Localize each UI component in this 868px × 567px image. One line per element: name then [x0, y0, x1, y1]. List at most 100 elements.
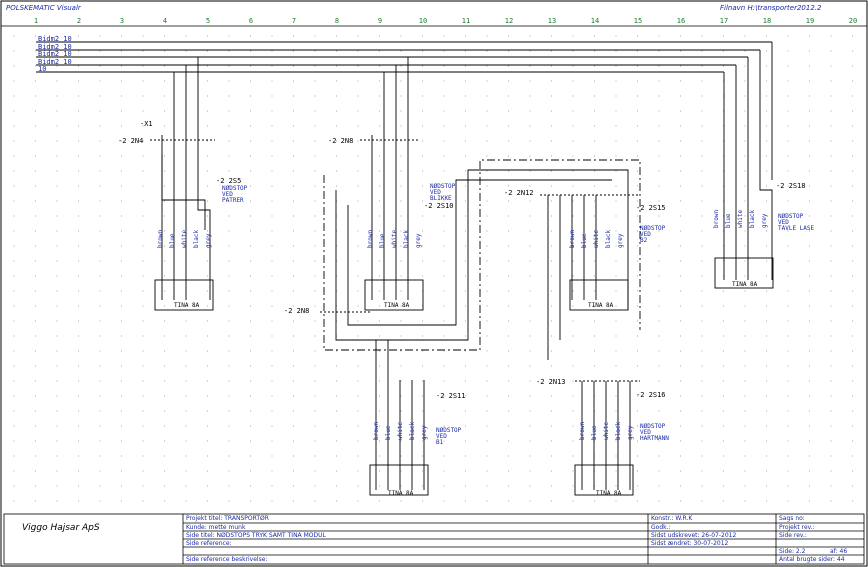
- grid-dot: [852, 65, 853, 67]
- grid-dot: [551, 365, 552, 367]
- grid-dot: [486, 275, 488, 277]
- grid-dot: [271, 155, 273, 157]
- grid-dot: [680, 425, 681, 427]
- grid-dot: [572, 245, 574, 247]
- grid-dot: [78, 365, 79, 367]
- bus-label: Bidm2 10: [38, 50, 72, 58]
- grid-dot: [615, 290, 617, 292]
- grid-dot: [508, 35, 509, 37]
- grid-dot: [529, 80, 531, 82]
- grid-dot: [121, 125, 122, 127]
- grid-dot: [680, 230, 681, 232]
- grid-dot: [572, 35, 574, 37]
- grid-dot: [164, 305, 165, 307]
- tb-project: Projekt titel: TRANSPORTØR: [186, 515, 269, 522]
- grid-dot: [723, 425, 724, 427]
- grid-dot: [121, 245, 122, 247]
- grid-dot: [572, 95, 574, 97]
- grid-dot: [142, 365, 144, 367]
- grid-dot: [400, 380, 402, 382]
- grid-dot: [508, 275, 509, 277]
- grid-dot: [228, 170, 230, 172]
- grid-dot: [142, 140, 144, 142]
- grid-dot: [486, 245, 488, 247]
- grid-dot: [744, 185, 746, 187]
- column-number: 3: [120, 17, 124, 25]
- grid-dot: [594, 230, 595, 232]
- grid-dot: [658, 245, 660, 247]
- grid-dot: [56, 455, 58, 457]
- grid-dot: [508, 425, 509, 427]
- grid-dot: [142, 230, 144, 232]
- grid-dot: [99, 320, 101, 322]
- grid-dot: [400, 335, 402, 337]
- grid-dot: [830, 410, 832, 412]
- grid-dot: [486, 125, 488, 127]
- grid-dot: [529, 410, 531, 412]
- grid-dot: [142, 50, 144, 52]
- grid-dot: [99, 290, 101, 292]
- tb-page-changed: Sidst ændret: 30-07-2012: [651, 540, 729, 547]
- grid-dot: [529, 320, 531, 322]
- grid-dot: [443, 80, 445, 82]
- grid-dot: [400, 470, 402, 472]
- grid-dot: [443, 65, 445, 67]
- grid-dot: [658, 65, 660, 67]
- grid-dot: [271, 335, 273, 337]
- grid-dot: [207, 260, 208, 262]
- grid-dot: [293, 335, 294, 337]
- grid-dot: [809, 230, 810, 232]
- grid-dot: [744, 350, 746, 352]
- grid-dot: [658, 200, 660, 202]
- grid-dot: [551, 260, 552, 262]
- grid-dot: [852, 440, 853, 442]
- grid-dot: [293, 215, 294, 217]
- grid-dot: [529, 500, 531, 502]
- grid-dot: [142, 470, 144, 472]
- grid-dot: [766, 50, 767, 52]
- grid-dot: [121, 185, 122, 187]
- grid-dot: [142, 65, 144, 67]
- grid-dot: [809, 35, 810, 37]
- grid-dot: [336, 170, 337, 172]
- grid-dot: [615, 305, 617, 307]
- grid-dot: [701, 470, 703, 472]
- grid-dot: [701, 500, 703, 502]
- grid-dot: [99, 110, 101, 112]
- grid-dot: [13, 80, 15, 82]
- grid-dot: [207, 125, 208, 127]
- grid-dot: [142, 110, 144, 112]
- grid-dot: [228, 215, 230, 217]
- grid-dot: [744, 125, 746, 127]
- grid-dot: [35, 320, 36, 322]
- grid-dot: [422, 125, 423, 127]
- grid-dot: [78, 170, 79, 172]
- grid-dot: [637, 170, 638, 172]
- grid-dot: [271, 230, 273, 232]
- grid-dot: [207, 470, 208, 472]
- grid-dot: [465, 125, 466, 127]
- grid-dot: [422, 380, 423, 382]
- grid-dot: [78, 35, 79, 37]
- grid-dot: [529, 35, 531, 37]
- grid-dot: [185, 350, 187, 352]
- grid-dot: [658, 410, 660, 412]
- grid-dot: [701, 425, 703, 427]
- grid-dot: [658, 335, 660, 337]
- device-label: -2 2S18: [776, 182, 806, 190]
- grid-dot: [35, 335, 36, 337]
- grid-dot: [508, 380, 509, 382]
- grid-dot: [744, 290, 746, 292]
- grid-dot: [766, 275, 767, 277]
- grid-dot: [465, 185, 466, 187]
- grid-dot: [465, 485, 466, 487]
- grid-dot: [13, 290, 15, 292]
- wire-label: brown: [569, 230, 576, 248]
- grid-dot: [830, 440, 832, 442]
- grid-dot: [443, 275, 445, 277]
- grid-dot: [615, 485, 617, 487]
- grid-dot: [228, 65, 230, 67]
- grid-dot: [465, 305, 466, 307]
- column-number: 2: [77, 17, 81, 25]
- grid-dot: [164, 335, 165, 337]
